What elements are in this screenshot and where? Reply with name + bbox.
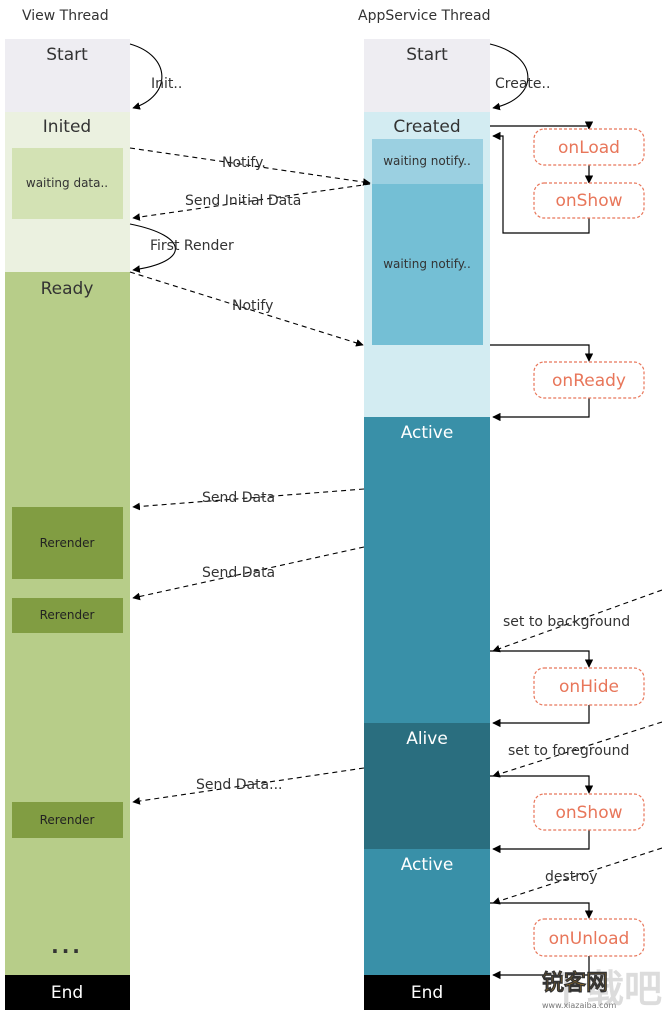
view-thread-column: Start Inited waiting data.. Ready Rerend… — [5, 39, 130, 1010]
first-render-arrow — [129, 223, 176, 273]
app-start-block — [364, 39, 490, 112]
to-onunload-arrow — [490, 902, 594, 919]
app-end-label: End — [411, 983, 443, 1003]
set-foreground-label: set to foreground — [508, 743, 629, 759]
notify-label-2: Notify — [232, 298, 273, 314]
app-active-block-1 — [364, 417, 490, 723]
view-rerender-label-3: Rerender — [40, 813, 95, 827]
app-end-block — [364, 975, 490, 1010]
onunload-return-arrow — [492, 956, 590, 980]
view-rerender-label-1: Rerender — [40, 536, 95, 550]
app-waiting-notify-block-2 — [372, 184, 483, 345]
appservice-thread-column: Start Created waiting notify.. waiting n… — [364, 39, 490, 1010]
notify-arrow-2 — [129, 271, 364, 347]
app-active-label-2: Active — [401, 855, 454, 875]
send-data-label-1: Send Data — [202, 490, 275, 506]
app-waiting-notify-label-2: waiting notify.. — [383, 257, 471, 271]
view-end-label: End — [51, 983, 83, 1003]
view-ready-label: Ready — [41, 279, 94, 299]
set-background-arrow — [492, 589, 662, 653]
watermark-main-text: 锐客网 — [542, 970, 608, 996]
view-waiting-label: waiting data.. — [26, 176, 108, 190]
notify-label: Notify. — [222, 155, 266, 171]
onunload-hook-box — [533, 918, 645, 957]
destroy-arrow — [492, 847, 662, 905]
view-ellipsis: ... — [51, 934, 83, 958]
app-active-block-2 — [364, 849, 490, 975]
app-alive-block — [364, 723, 490, 849]
onhide-return-arrow — [492, 705, 590, 728]
app-waiting-notify-block-1 — [372, 139, 483, 184]
onunload-hook-label: onUnload — [549, 929, 630, 949]
send-initial-data-label: Send Initial Data — [185, 193, 301, 209]
view-rerender-block-2 — [12, 598, 123, 633]
to-onload-arrow — [490, 121, 594, 130]
onhide-hook-box — [533, 667, 645, 706]
appservice-thread-title: AppService Thread — [358, 8, 491, 24]
view-start-label: Start — [46, 45, 88, 65]
onshow-hook-box-2 — [533, 793, 645, 831]
create-arrow — [489, 43, 529, 111]
to-onhide-arrow — [490, 650, 594, 668]
init-label: Init.. — [151, 76, 182, 92]
view-rerender-block-1 — [12, 507, 123, 579]
onready-hook-label: onReady — [552, 371, 626, 391]
onshow-hook-box — [533, 182, 645, 219]
view-rerender-label-2: Rerender — [40, 608, 95, 622]
view-inited-label: Inited — [43, 117, 91, 137]
onshow-return-arrow — [492, 131, 590, 234]
send-data-arrow-2 — [132, 546, 365, 601]
view-thread-title: View Thread — [22, 8, 109, 24]
set-background-label: set to background — [503, 614, 630, 630]
watermark-logo: 下载吧 锐客网 www.xiazaiba.com — [542, 967, 662, 1011]
to-onready-arrow — [490, 344, 594, 362]
create-label: Create.. — [495, 76, 550, 92]
send-data-label-3: Send Data... — [196, 777, 283, 793]
send-initial-data-arrow — [132, 183, 371, 221]
onshow-2-return-arrow — [492, 830, 590, 854]
view-start-block — [5, 39, 130, 112]
watermark-sub-text: www.xiazaiba.com — [542, 1001, 616, 1010]
init-arrow — [129, 43, 163, 110]
set-foreground-arrow — [492, 721, 662, 778]
app-start-label: Start — [406, 45, 448, 65]
destroy-label: destroy — [545, 869, 598, 885]
onload-hook-box — [533, 128, 645, 166]
app-active-label-1: Active — [401, 423, 454, 443]
send-data-arrow-1 — [132, 488, 365, 511]
view-waiting-block — [12, 148, 123, 219]
to-onshow-2-arrow — [490, 775, 594, 794]
app-alive-label: Alive — [406, 729, 448, 749]
onshow-hook-label: onShow — [555, 191, 622, 211]
app-created-label: Created — [393, 117, 460, 137]
app-waiting-notify-label-1: waiting notify.. — [383, 154, 471, 168]
view-rerender-block-3 — [12, 802, 123, 838]
first-render-label: First Render — [150, 238, 234, 254]
send-data-label-2: Send Data — [202, 565, 275, 581]
onhide-hook-label: onHide — [559, 677, 619, 697]
onready-hook-box — [533, 361, 645, 399]
watermark-ghost-text: 下载吧 — [548, 967, 662, 1011]
view-end-block — [5, 975, 130, 1010]
onshow-hook-label-2: onShow — [555, 803, 622, 823]
notify-arrow — [129, 147, 371, 186]
onready-return-arrow — [492, 398, 590, 422]
send-data-arrow-3 — [132, 767, 365, 805]
onload-hook-label: onLoad — [558, 138, 620, 158]
